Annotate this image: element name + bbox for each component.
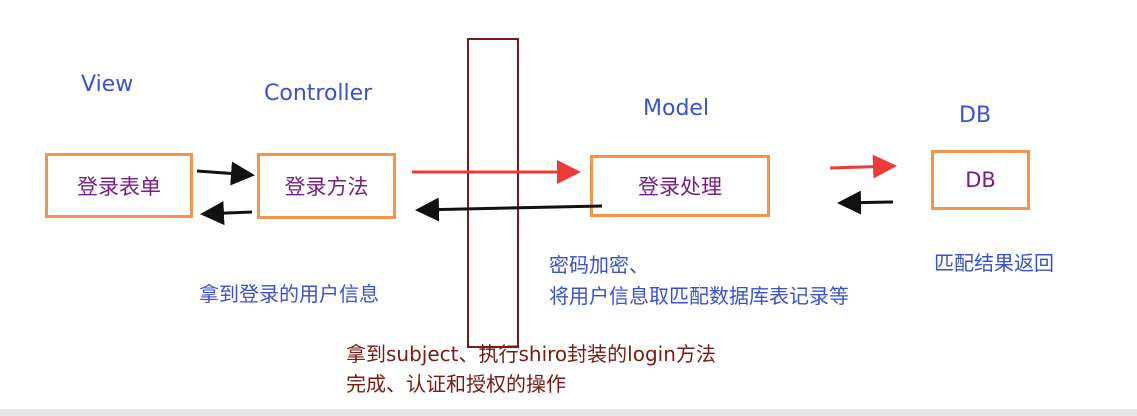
box-model-login-handler: 登录处理 <box>590 155 770 217</box>
box-controller-label: 登录方法 <box>284 175 369 199</box>
note-model-line2: 将用户信息取匹配数据库表记录等 <box>549 284 849 308</box>
box-db: DB <box>931 150 1030 210</box>
shiro-boundary <box>467 38 519 348</box>
layer-label-model: Model <box>643 96 710 121</box>
note-shiro-line2: 完成、认证和授权的操作 <box>346 372 566 396</box>
layer-label-view: View <box>81 72 134 97</box>
box-controller-login-method: 登录方法 <box>257 153 396 219</box>
note-shiro-line1: 拿到subject、执行shiro封装的login方法 <box>346 342 716 366</box>
arrow-view-to-controller <box>196 161 255 186</box>
arrow-db-to-model <box>837 190 894 215</box>
box-view-login-form: 登录表单 <box>45 153 193 218</box>
box-db-label: DB <box>965 168 996 192</box>
box-model-label: 登录处理 <box>638 175 722 199</box>
note-db: 匹配结果返回 <box>934 251 1054 275</box>
box-view-label: 登录表单 <box>77 174 161 199</box>
layer-label-db: DB <box>959 103 992 128</box>
arrow-model-to-db <box>829 154 897 179</box>
note-model-line1: 密码加密、 <box>549 253 649 277</box>
arrow-model-to-controller <box>415 197 603 222</box>
note-controller: 拿到登录的用户信息 <box>199 282 379 306</box>
bottom-divider <box>0 409 1137 416</box>
arrow-controller-to-view <box>200 201 253 226</box>
layer-label-controller: Controller <box>264 81 373 106</box>
